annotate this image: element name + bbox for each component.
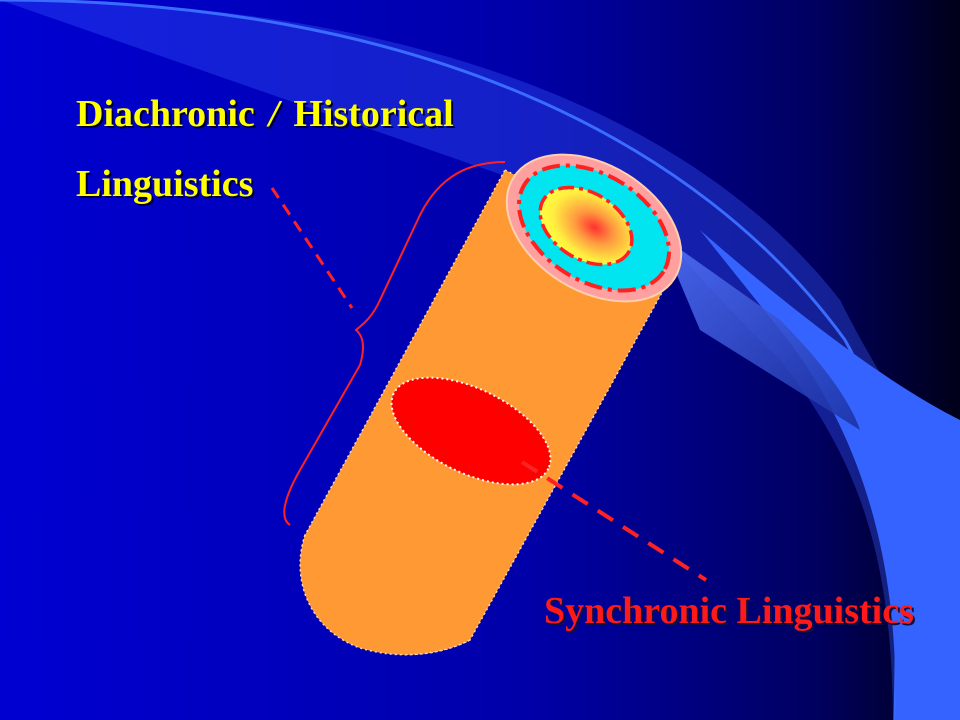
heading-line-2: Linguistics <box>76 163 254 205</box>
synchronic-label: Synchronic Linguistics <box>544 590 914 632</box>
core <box>538 185 634 267</box>
synchronic-cross-section <box>390 376 552 486</box>
heading-word-diachronic: Diachronic <box>76 93 255 135</box>
heading-word-historical: Historical <box>293 93 454 135</box>
curly-bracket <box>283 161 506 526</box>
cylinder-bottom <box>299 534 471 656</box>
synchronic-pointer-line <box>520 460 708 582</box>
light-beam <box>660 235 860 430</box>
heading-separator: / <box>268 93 280 135</box>
sweep-right-band <box>700 230 960 720</box>
diachronic-pointer-line <box>270 187 354 309</box>
heading-line-1: Diachronic / Historical <box>76 95 454 133</box>
cylinder <box>299 153 683 656</box>
